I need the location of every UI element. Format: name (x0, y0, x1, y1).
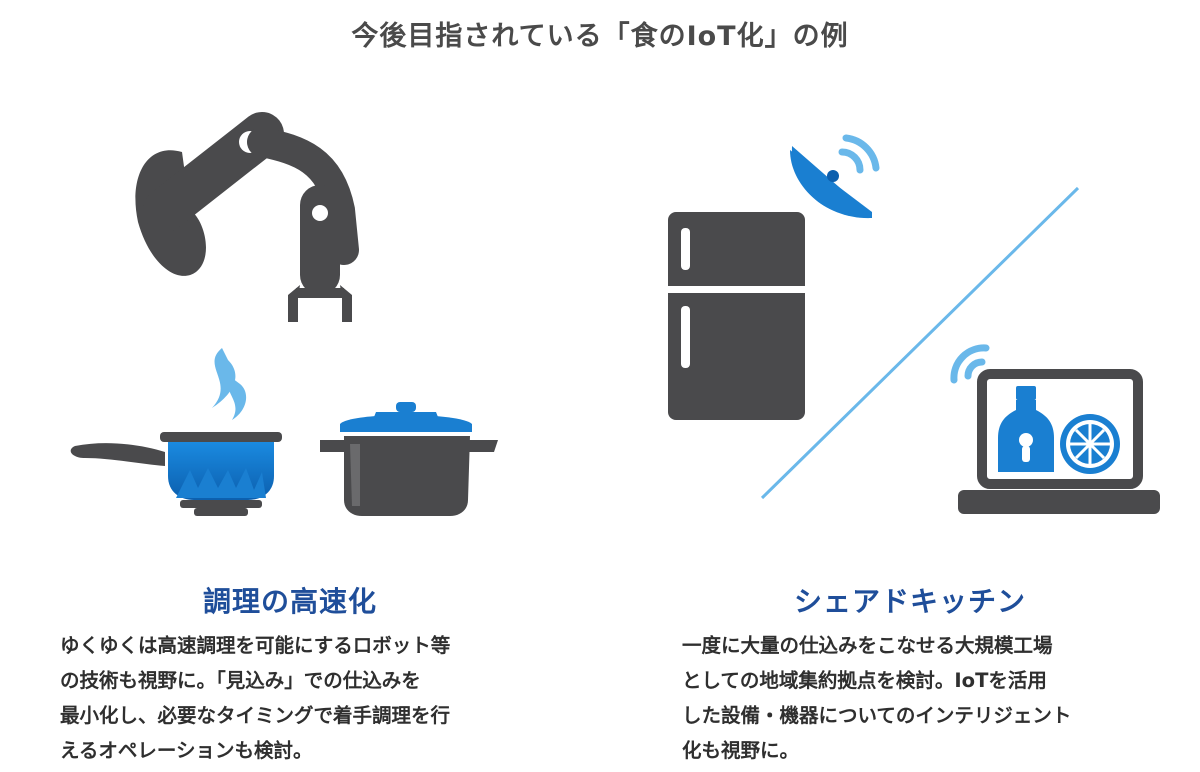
heading-fast-cooking: 調理の高速化 (202, 585, 377, 618)
description-line: した設備・機器についてのインテリジェント (682, 704, 1072, 727)
description-line: としての地域集約拠点を検討。IoTを活用 (682, 669, 1047, 692)
stock-pot-icon (320, 402, 498, 516)
diagonal-divider (760, 186, 1080, 500)
heading-shared-kitchen: シェアドキッチン (793, 585, 1026, 618)
description-line: えるオペレーションも検討。 (60, 739, 313, 762)
description-line: の技術も視野に。「見込み」での仕込みを (60, 669, 421, 692)
satellite-dish-icon (790, 134, 880, 219)
laptop-icon (958, 369, 1160, 514)
description-line: 化も視野に。 (682, 739, 800, 762)
description-line: ゆくゆくは高速調理を可能にするロボット等 (60, 634, 451, 657)
description-line: 最小化し、必要なタイミングで着手調理を行 (60, 704, 451, 727)
illustration-canvas (70, 112, 1160, 516)
robot-arm-icon (135, 112, 359, 322)
steam-icon (212, 348, 247, 420)
description-line: 一度に大量の仕込みをこなせる大規模工場 (682, 634, 1053, 657)
wifi-signal-icon (950, 344, 990, 384)
description-shared-kitchen: 一度に大量の仕込みをこなせる大規模工場 としての地域集約拠点を検討。IoTを活用… (682, 628, 1152, 768)
lemon-icon (1060, 414, 1120, 474)
bottle-icon (998, 386, 1054, 472)
description-fast-cooking: ゆくゆくは高速調理を可能にするロボット等 の技術も視野に。「見込み」での仕込みを… (60, 628, 530, 768)
page-title: 今後目指されている「食のIoT化」の例 (351, 21, 849, 52)
flame-icon (176, 468, 266, 516)
refrigerator-icon (668, 212, 805, 420)
